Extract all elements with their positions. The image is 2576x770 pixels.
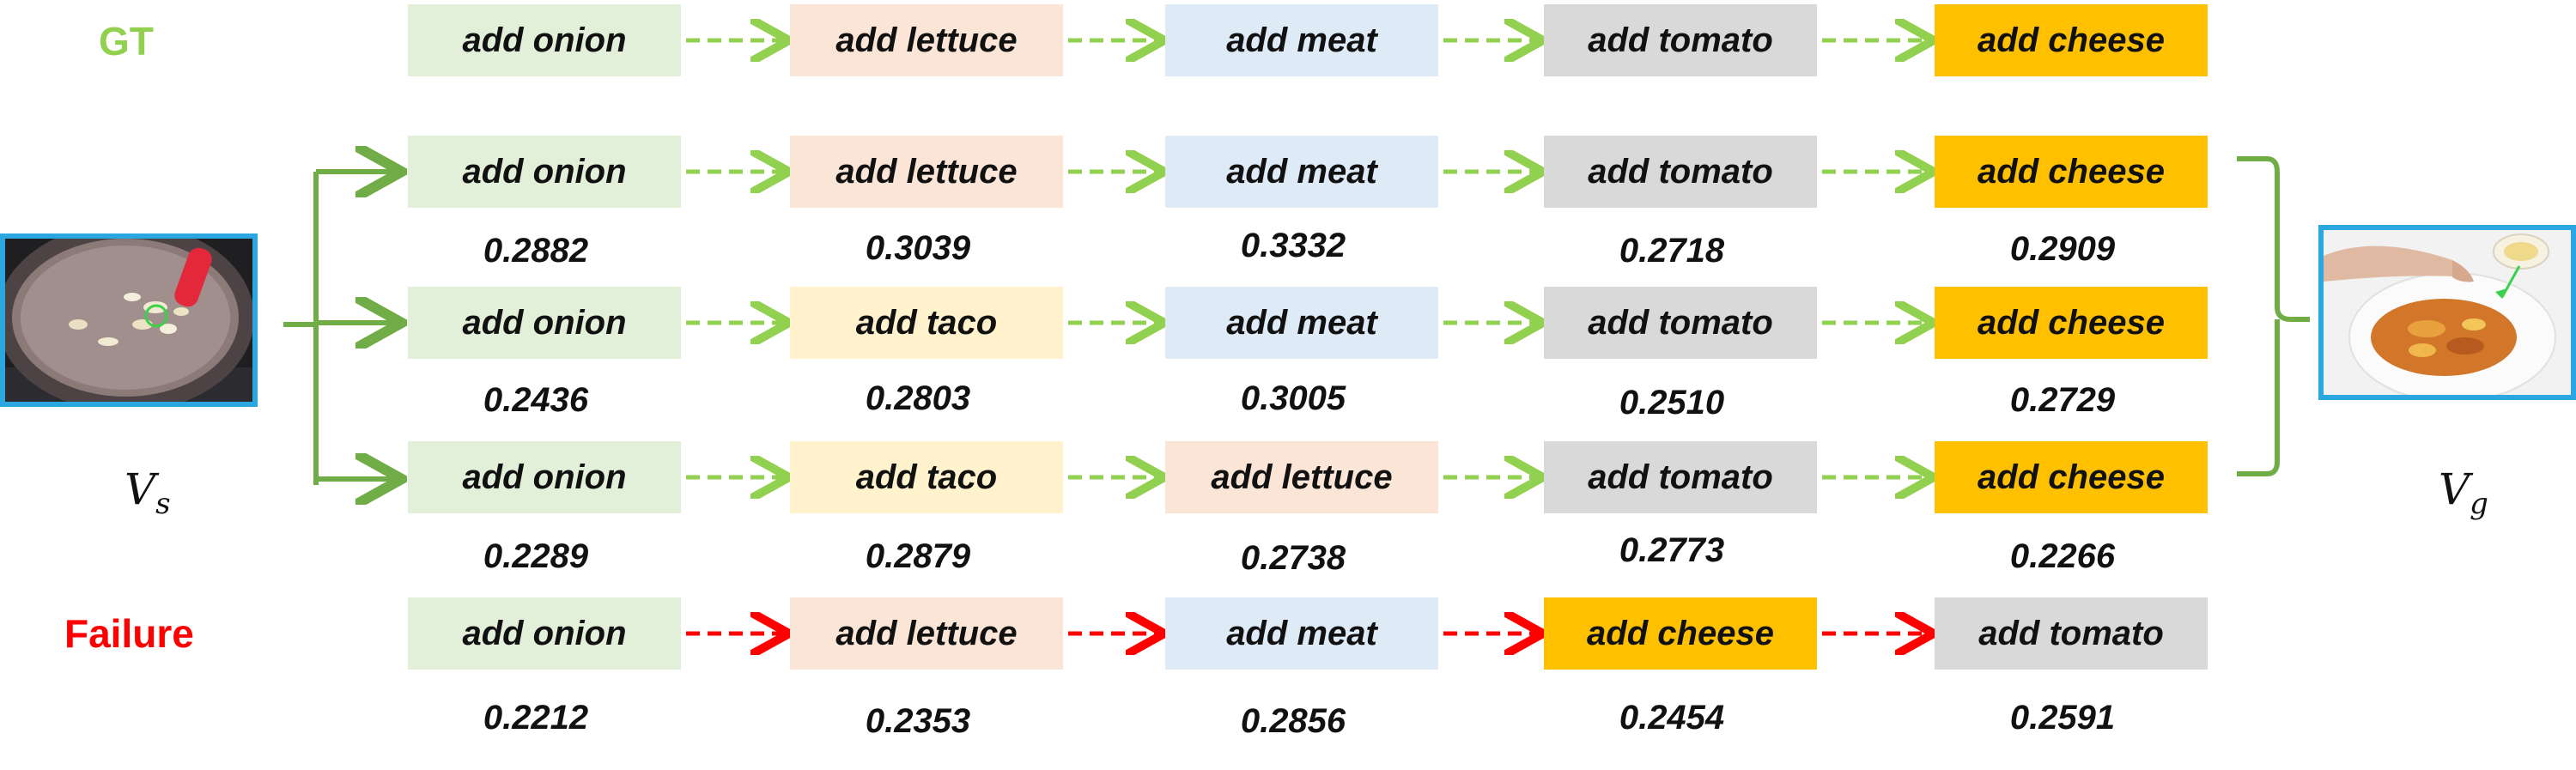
- action-box: add cheese: [1935, 136, 2208, 208]
- action-box: add onion: [408, 136, 681, 208]
- action-box: add lettuce: [790, 597, 1063, 670]
- step-score: 0.2510: [1619, 384, 1725, 421]
- start-variable-base: V: [125, 464, 156, 514]
- goal-frame-image: [2318, 225, 2576, 400]
- action-box: add onion: [408, 597, 681, 670]
- action-box: add cheese: [1935, 441, 2208, 513]
- action-box: add meat: [1165, 4, 1438, 76]
- start-variable-subscript: s: [155, 487, 171, 521]
- step-score: 0.2353: [865, 702, 971, 740]
- step-score: 0.2289: [483, 537, 589, 575]
- step-score: 0.2773: [1619, 531, 1725, 569]
- merge-bracket-right: [2237, 156, 2310, 476]
- action-box: add cheese: [1935, 287, 2208, 359]
- step-score: 0.2882: [483, 232, 589, 270]
- step-score: 0.2879: [865, 537, 971, 575]
- step-score: 0.2856: [1240, 702, 1346, 740]
- action-box: add tomato: [1544, 136, 1817, 208]
- step-score: 0.3332: [1240, 227, 1346, 264]
- goal-variable: Vg: [2439, 464, 2488, 530]
- step-score: 0.2266: [2009, 537, 2116, 575]
- action-box: add onion: [408, 287, 681, 359]
- step-score: 0.2212: [483, 699, 589, 737]
- action-box: add tomato: [1544, 4, 1817, 76]
- action-box: add cheese: [1544, 597, 1817, 670]
- step-score: 0.2909: [2009, 230, 2116, 268]
- action-box: add tomato: [1544, 441, 1817, 513]
- failure-label: Failure: [64, 611, 194, 656]
- action-box: add onion: [408, 4, 681, 76]
- action-box: add lettuce: [790, 136, 1063, 208]
- pan-onion-illustration: [5, 239, 252, 402]
- start-frame-image: [0, 233, 258, 407]
- branch-bracket-left: [283, 172, 319, 485]
- action-box: add lettuce: [1165, 441, 1438, 513]
- action-box: add onion: [408, 441, 681, 513]
- action-box: add meat: [1165, 597, 1438, 670]
- start-variable: Vs: [125, 464, 171, 530]
- action-box: add tomato: [1935, 597, 2208, 670]
- goal-variable-base: V: [2439, 464, 2470, 514]
- step-score: 0.3039: [865, 229, 971, 267]
- step-score: 0.2718: [1619, 232, 1725, 270]
- action-box: add meat: [1165, 287, 1438, 359]
- step-score: 0.2436: [483, 381, 589, 419]
- goal-variable-subscript: g: [2470, 487, 2488, 521]
- action-box: add meat: [1165, 136, 1438, 208]
- step-score: 0.2729: [2009, 381, 2116, 419]
- step-score: 0.2591: [2009, 699, 2116, 737]
- step-score: 0.2803: [865, 379, 971, 417]
- action-box: add cheese: [1935, 4, 2208, 76]
- gt-label: GT: [99, 19, 154, 64]
- plate-cheese-illustration: [2324, 230, 2571, 395]
- step-score: 0.2738: [1240, 539, 1346, 577]
- action-box: add taco: [790, 287, 1063, 359]
- step-score: 0.2454: [1619, 699, 1725, 737]
- action-box: add tomato: [1544, 287, 1817, 359]
- step-score: 0.3005: [1240, 379, 1346, 417]
- action-box: add lettuce: [790, 4, 1063, 76]
- action-box: add taco: [790, 441, 1063, 513]
